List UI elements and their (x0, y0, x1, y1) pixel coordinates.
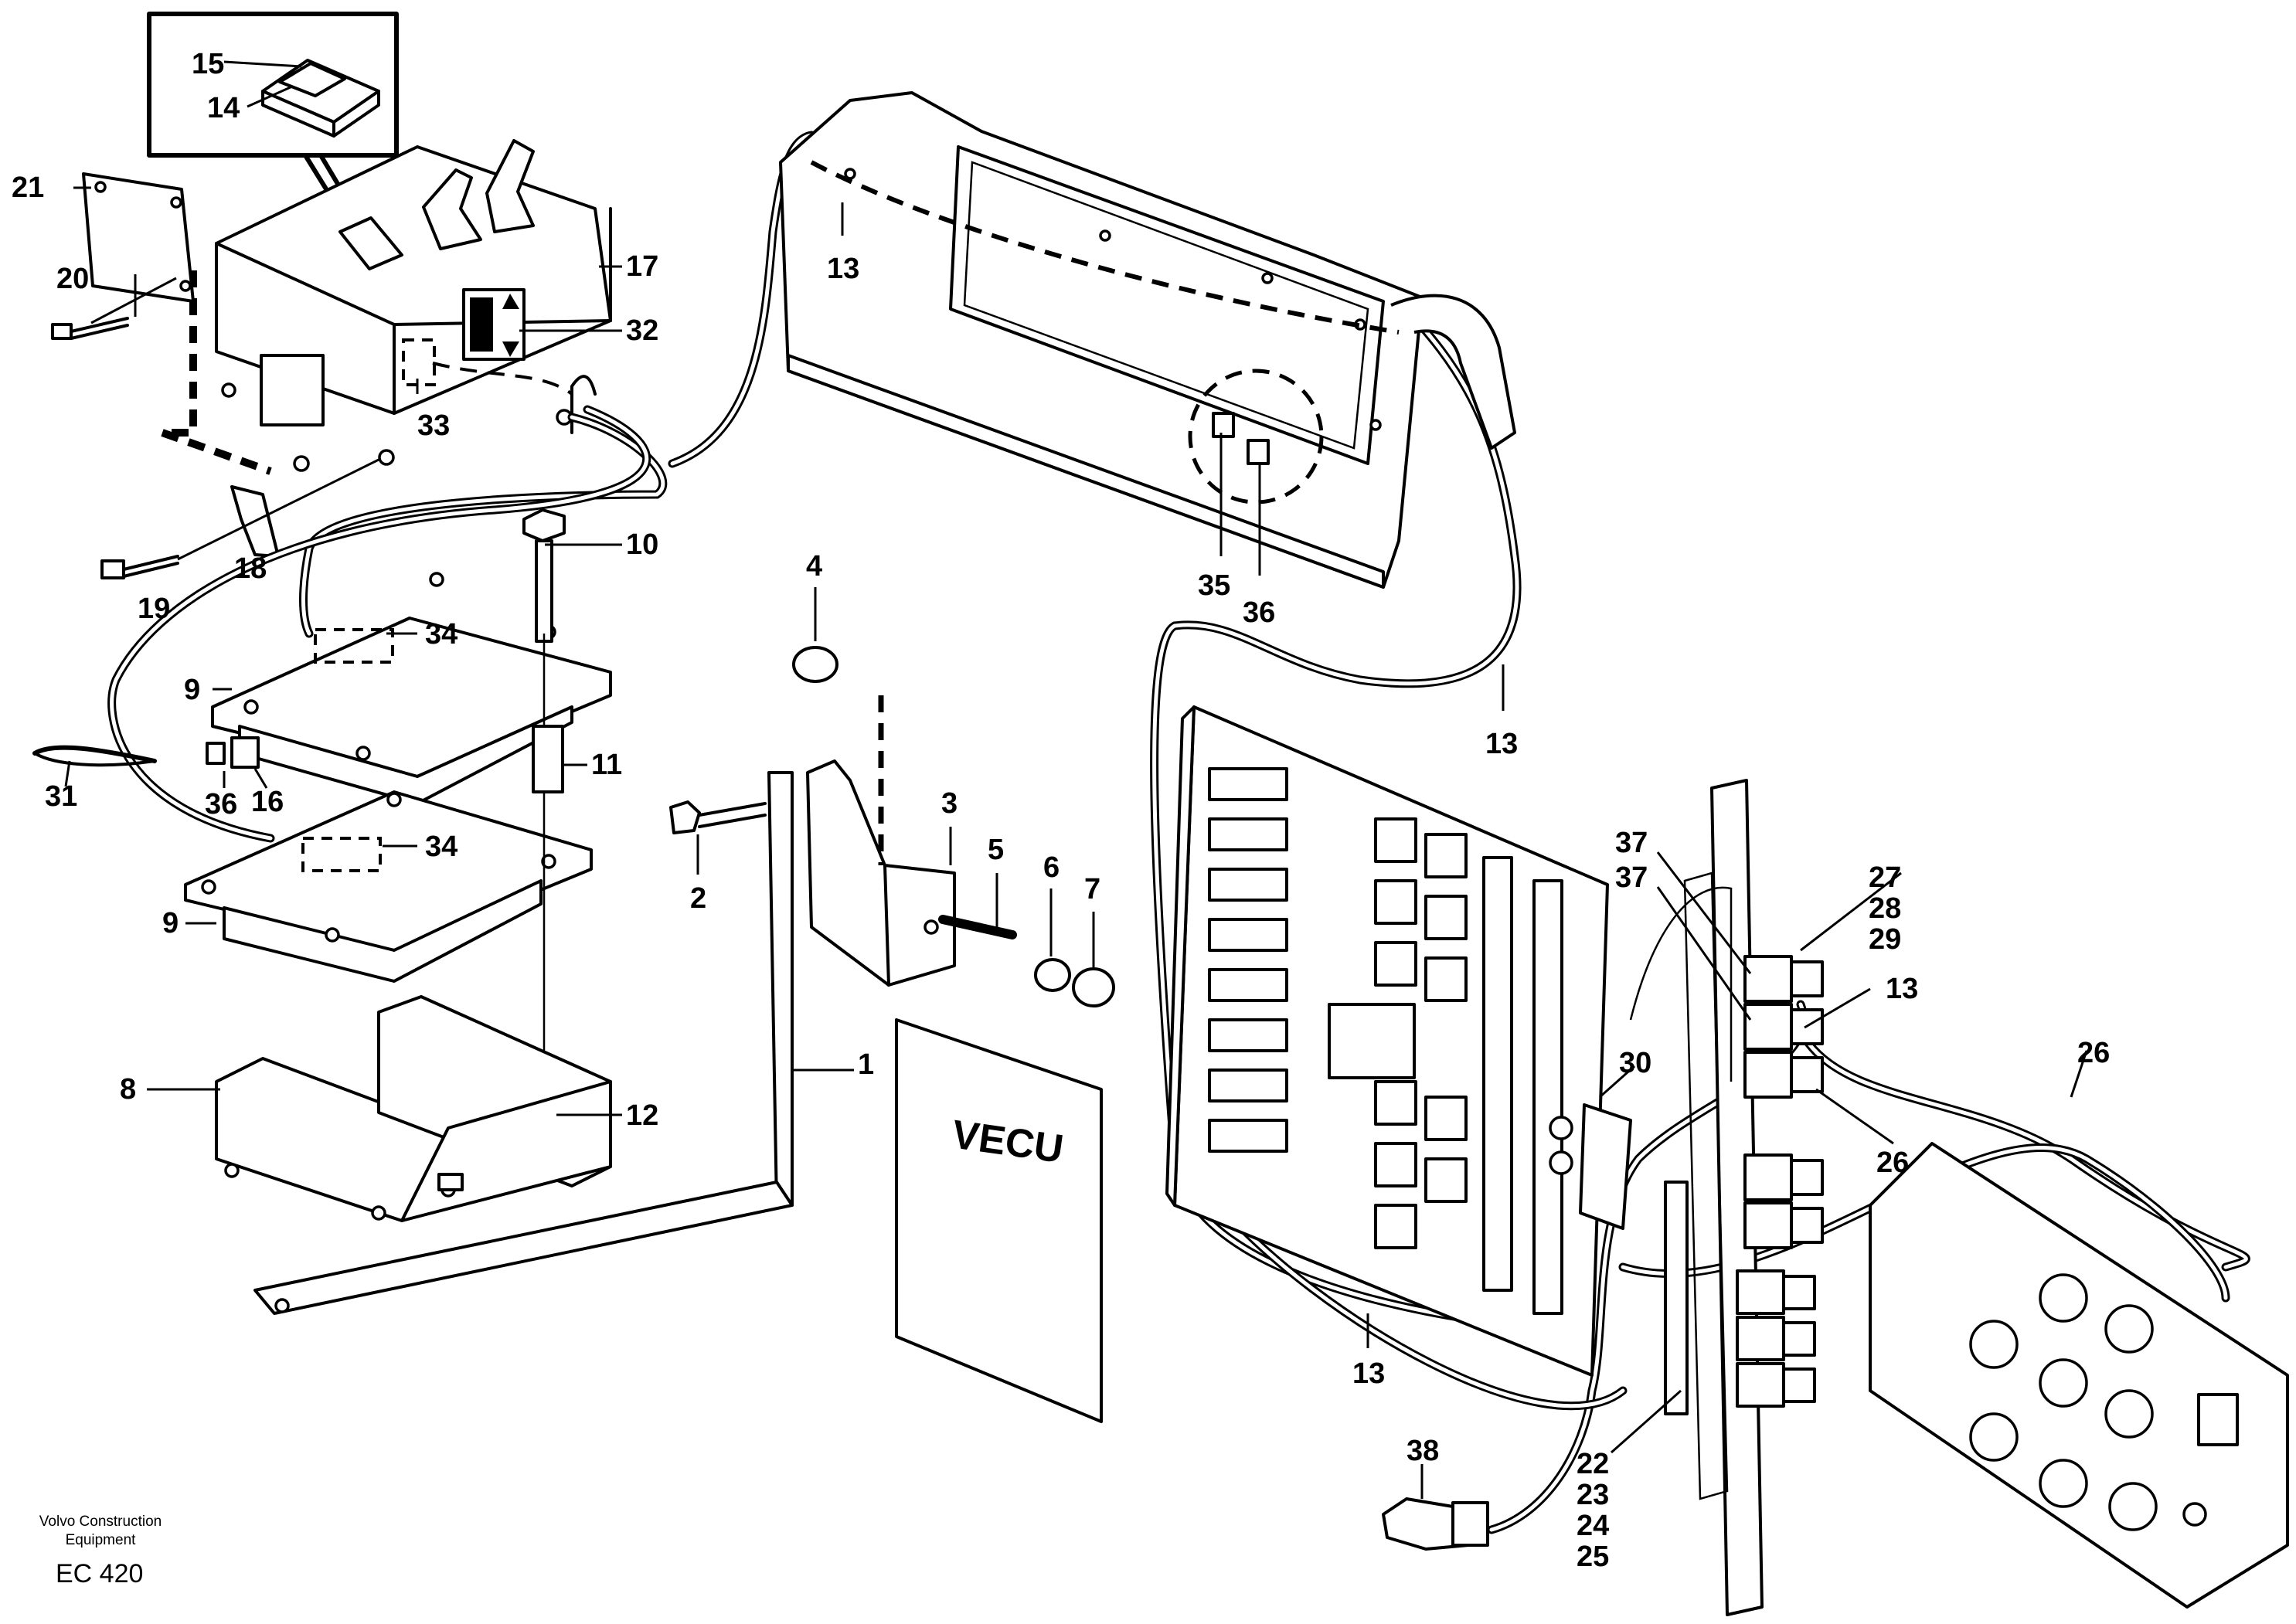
label-2: 2 (690, 882, 706, 915)
label-22: 22 (1577, 1448, 1609, 1480)
label-26a: 26 (2077, 1037, 2110, 1069)
label-20: 20 (56, 263, 89, 295)
fuse-column (1482, 856, 1563, 1315)
label-36b: 36 (205, 788, 237, 820)
part-numbers: 1 2 3 4 5 6 7 8 9 9 10 11 12 13 13 13 13… (12, 48, 2110, 1573)
label-14: 14 (207, 92, 240, 124)
relay-row-1 (1208, 767, 1288, 1153)
bracket-18 (100, 458, 379, 579)
label-13c: 13 (1886, 973, 1918, 1005)
connector-stack-lower (1736, 1269, 1816, 1408)
footer-company-line1: Volvo Construction (39, 1514, 162, 1530)
vecu-sheet: VECU (895, 1018, 1103, 1423)
bracket-3 (806, 695, 956, 987)
leader-lines (64, 186, 2088, 1499)
footer-code: EC 420 (56, 1559, 144, 1588)
label-27: 27 (1869, 861, 1901, 894)
label-4: 4 (806, 550, 822, 583)
relay-block (1328, 817, 1468, 1249)
washer-6 (1034, 958, 1071, 992)
connector-16 (206, 736, 260, 769)
label-24: 24 (1577, 1510, 1609, 1542)
bolt-4 (792, 646, 838, 683)
connector-stack-middle (1743, 1153, 1824, 1249)
label-38: 38 (1407, 1435, 1439, 1467)
label-33: 33 (417, 409, 450, 442)
screw-5 (938, 915, 1017, 939)
label-7: 7 (1084, 873, 1100, 905)
plug-38 (1382, 1497, 1489, 1551)
bar-1 (253, 771, 794, 1315)
label-15: 15 (192, 48, 224, 80)
label-30: 30 (1619, 1047, 1651, 1079)
label-10: 10 (626, 528, 658, 561)
label-32: 32 (626, 314, 658, 347)
vecu-unit (1165, 705, 1632, 1377)
label-9a: 9 (184, 674, 200, 706)
label-18: 18 (234, 552, 267, 585)
label-34a: 34 (425, 618, 457, 651)
label-34b: 34 (425, 831, 457, 863)
label-13a: 13 (827, 253, 859, 285)
label-8: 8 (120, 1073, 136, 1106)
label-19: 19 (138, 593, 170, 625)
label-16: 16 (251, 786, 284, 818)
label-36a: 36 (1243, 596, 1275, 629)
frame-post (1629, 779, 1764, 1616)
footer-company: Volvo Construction Equipment (23, 1513, 178, 1550)
screw-20 (51, 277, 177, 340)
label-17: 17 (626, 250, 658, 283)
circuit-board-upper (211, 572, 612, 805)
circuit-board-lower (184, 790, 593, 983)
label-23: 23 (1577, 1479, 1609, 1511)
cap-nut-7 (1072, 967, 1115, 1007)
label-29: 29 (1869, 923, 1901, 956)
dashboard-panel (779, 91, 1516, 589)
footer-company-line2: Equipment (65, 1532, 136, 1548)
plate-21 (82, 172, 195, 303)
spacer-11 (532, 725, 564, 793)
label-13d: 13 (1352, 1357, 1385, 1390)
label-11: 11 (591, 749, 622, 781)
cable-tie-31 (32, 745, 157, 767)
bracket-8 (215, 995, 612, 1222)
label-5: 5 (988, 834, 1004, 866)
label-1: 1 (858, 1048, 874, 1081)
control-box (161, 139, 612, 475)
label-35: 35 (1198, 569, 1230, 602)
relay-30 (1549, 1103, 1632, 1230)
label-28: 28 (1869, 892, 1901, 925)
connector-stack-upper (1743, 955, 1824, 1099)
label-6: 6 (1043, 851, 1060, 884)
label-9b: 9 (162, 907, 179, 939)
label-13b: 13 (1485, 728, 1518, 760)
label-37b: 37 (1615, 861, 1648, 894)
label-26b: 26 (1876, 1147, 1909, 1179)
screw-2 (669, 800, 767, 834)
side-panel (1869, 1142, 2289, 1609)
label-3: 3 (941, 787, 958, 820)
label-25: 25 (1577, 1541, 1609, 1573)
terminal-strip (1664, 1181, 1689, 1415)
label-31: 31 (45, 780, 77, 813)
label-12: 12 (626, 1099, 658, 1132)
label-37a: 37 (1615, 827, 1648, 859)
bolt-10 (522, 508, 566, 1097)
label-21: 21 (12, 172, 44, 204)
